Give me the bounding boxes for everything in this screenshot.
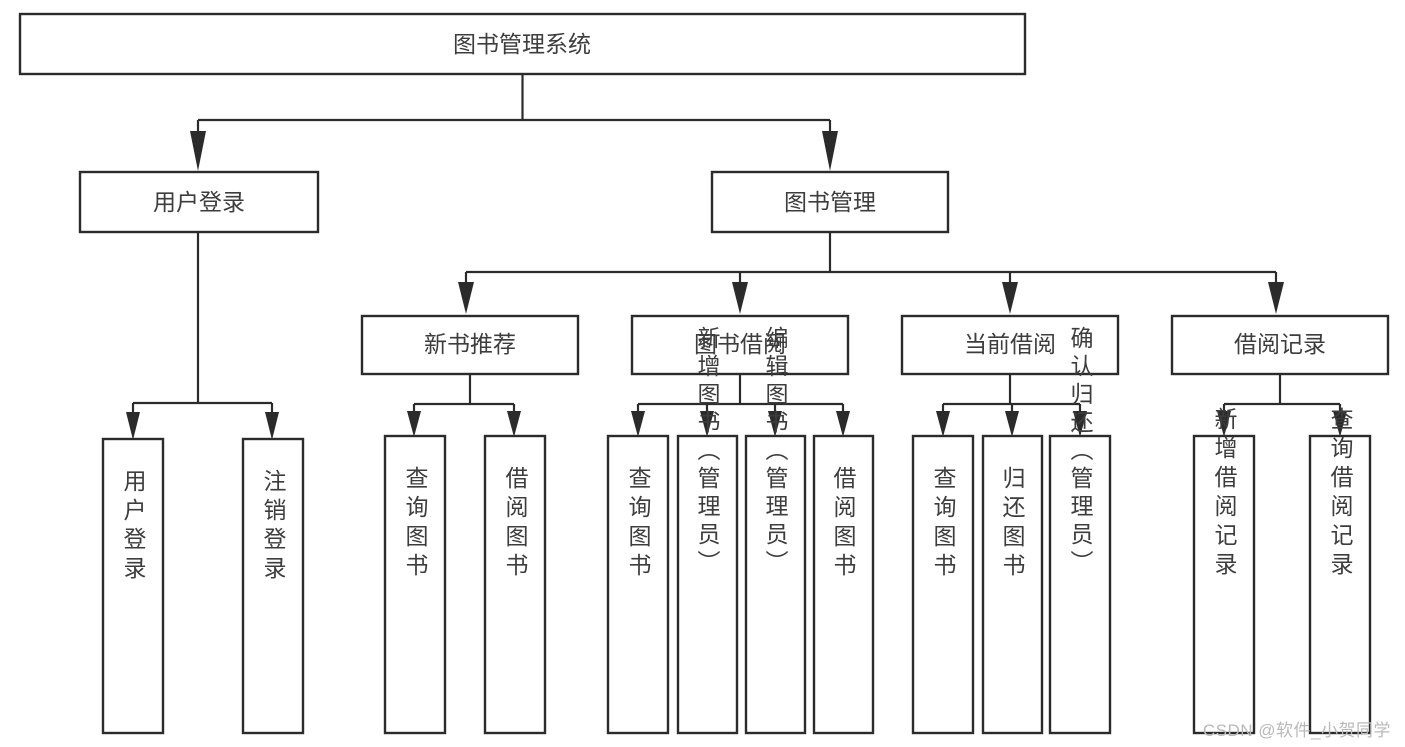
node-leaf-query-book-2-box[interactable] (606, 434, 670, 735)
node-leaf-borrow-book-1[interactable]: 借阅图书 (483, 434, 547, 735)
arrow-head-leaf-user-login (126, 412, 140, 440)
node-root-box[interactable] (18, 12, 1027, 76)
node-root[interactable]: 图书管理系统 (18, 12, 1027, 76)
node-new-book-recommend[interactable]: 新书推荐 (360, 314, 580, 376)
node-leaf-edit-book-label: 编辑图书（管理员） (762, 326, 789, 578)
node-leaf-confirm-return[interactable]: 确认归还（管理员） (1048, 326, 1112, 735)
node-leaf-add-record-box[interactable] (1192, 434, 1256, 735)
node-leaf-logout-login[interactable]: 注销登录 (241, 437, 305, 735)
node-leaf-borrow-book-2[interactable]: 借阅图书 (812, 434, 875, 735)
arrow-head-book-management (822, 131, 838, 171)
node-leaf-add-record-label: 新增借阅记录 (1211, 407, 1238, 581)
node-user-login[interactable]: 用户登录 (78, 170, 320, 234)
node-leaf-query-book-1[interactable]: 查询图书 (383, 434, 447, 735)
node-leaf-query-record[interactable]: 查询借阅记录 (1308, 407, 1372, 735)
node-leaf-logout-login-box[interactable] (241, 437, 305, 735)
node-leaf-logout-login-label: 注销登录 (260, 469, 287, 585)
node-leaf-edit-book-box[interactable] (744, 434, 807, 735)
connector-layer (126, 74, 1347, 440)
node-leaf-query-book-1-label: 查询图书 (402, 466, 429, 582)
node-borrow-record-label: 借阅记录 (1234, 331, 1326, 357)
arrow-head-leaf-query-book-1 (407, 411, 421, 437)
node-new-book-recommend-label: 新书推荐 (424, 331, 516, 357)
node-leaf-query-record-label: 查询借阅记录 (1327, 407, 1354, 581)
node-leaf-borrow-book-1-box[interactable] (483, 434, 547, 735)
node-user-login-box[interactable] (78, 170, 320, 234)
node-leaf-user-login-box[interactable] (101, 437, 165, 735)
node-root-label: 图书管理系统 (453, 31, 591, 57)
node-borrow-record[interactable]: 借阅记录 (1170, 314, 1390, 376)
node-current-borrow-label: 当前借阅 (964, 331, 1056, 357)
node-book-management-label: 图书管理 (784, 189, 876, 215)
arrow-head-book-borrow (732, 282, 748, 314)
node-user-login-label: 用户登录 (153, 189, 245, 215)
node-leaf-user-login-label: 用户登录 (120, 469, 147, 585)
node-leaf-confirm-return-box[interactable] (1048, 434, 1112, 735)
arrow-head-leaf-edit-book (768, 411, 782, 437)
arrow-head-leaf-add-book (700, 411, 714, 437)
node-leaf-query-book-3-label: 查询图书 (930, 466, 957, 582)
node-leaf-query-book-3-box[interactable] (911, 434, 975, 735)
node-leaf-confirm-return-label: 确认归还（管理员） (1067, 326, 1094, 578)
arrow-head-user-login (190, 131, 206, 171)
node-new-book-recommend-box[interactable] (360, 314, 580, 376)
arrow-head-borrow-record (1268, 282, 1284, 314)
node-leaf-add-book[interactable]: 新增图书（管理员） (676, 326, 739, 735)
node-leaf-return-book-box[interactable] (981, 434, 1044, 735)
arrow-head-leaf-query-book-2 (631, 411, 645, 437)
arrow-head-leaf-query-record (1333, 411, 1347, 437)
node-borrow-record-box[interactable] (1170, 314, 1390, 376)
arrow-head-leaf-logout-login (265, 412, 279, 440)
node-leaf-user-login[interactable]: 用户登录 (101, 437, 165, 735)
node-current-borrow-box[interactable] (900, 314, 1120, 376)
node-layer: 图书管理系统 用户登录 图书管理 新书推荐 图书借阅 (18, 12, 1390, 735)
node-leaf-borrow-book-1-label: 借阅图书 (502, 466, 529, 582)
node-leaf-add-book-box[interactable] (676, 434, 739, 735)
node-book-borrow[interactable]: 图书借阅 (630, 314, 850, 376)
node-leaf-borrow-book-2-label: 借阅图书 (830, 466, 857, 582)
node-book-borrow-box[interactable] (630, 314, 850, 376)
node-leaf-borrow-book-2-box[interactable] (812, 434, 875, 735)
node-leaf-query-book-2[interactable]: 查询图书 (606, 434, 670, 735)
node-leaf-query-record-box[interactable] (1308, 434, 1372, 735)
node-leaf-query-book-1-box[interactable] (383, 434, 447, 735)
node-leaf-add-book-label: 新增图书（管理员） (694, 326, 721, 578)
node-leaf-return-book-label: 归还图书 (999, 466, 1026, 582)
node-book-management-box[interactable] (710, 170, 950, 234)
arrow-head-leaf-add-record (1217, 411, 1231, 437)
node-leaf-query-book-3[interactable]: 查询图书 (911, 434, 975, 735)
arrow-head-current-borrow (1002, 282, 1018, 314)
arrow-head-leaf-query-book-3 (936, 411, 950, 437)
node-current-borrow[interactable]: 当前借阅 (900, 314, 1120, 376)
arrow-head-leaf-borrow-book-2 (836, 411, 850, 437)
node-book-borrow-label: 图书借阅 (694, 331, 786, 357)
node-leaf-add-record[interactable]: 新增借阅记录 (1192, 407, 1256, 735)
arrow-head-leaf-confirm-return (1073, 411, 1087, 437)
arrow-head-leaf-return-book (1005, 411, 1019, 437)
node-leaf-query-book-2-label: 查询图书 (625, 466, 652, 582)
node-leaf-return-book[interactable]: 归还图书 (981, 434, 1044, 735)
node-leaf-edit-book[interactable]: 编辑图书（管理员） (744, 326, 807, 735)
node-book-management[interactable]: 图书管理 (710, 170, 950, 234)
arrow-head-leaf-borrow-book-1 (507, 411, 521, 437)
arrow-head-new-book-recommend (458, 282, 474, 314)
